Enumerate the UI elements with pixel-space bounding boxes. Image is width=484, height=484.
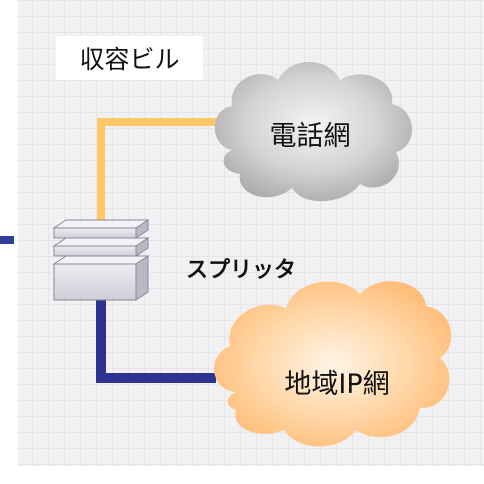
incoming-line	[0, 236, 14, 244]
phone-line	[97, 118, 226, 222]
splitter-device	[52, 219, 150, 301]
building-label: 収容ビル	[56, 36, 203, 80]
phone-network-cloud	[214, 61, 413, 202]
splitter-label: スプリッタ	[186, 258, 297, 283]
ip-line	[96, 298, 216, 383]
ip-network-cloud	[214, 281, 452, 447]
phone-network-label: 電話網	[269, 121, 351, 152]
ip-network-label: 地域IP網	[284, 369, 390, 400]
